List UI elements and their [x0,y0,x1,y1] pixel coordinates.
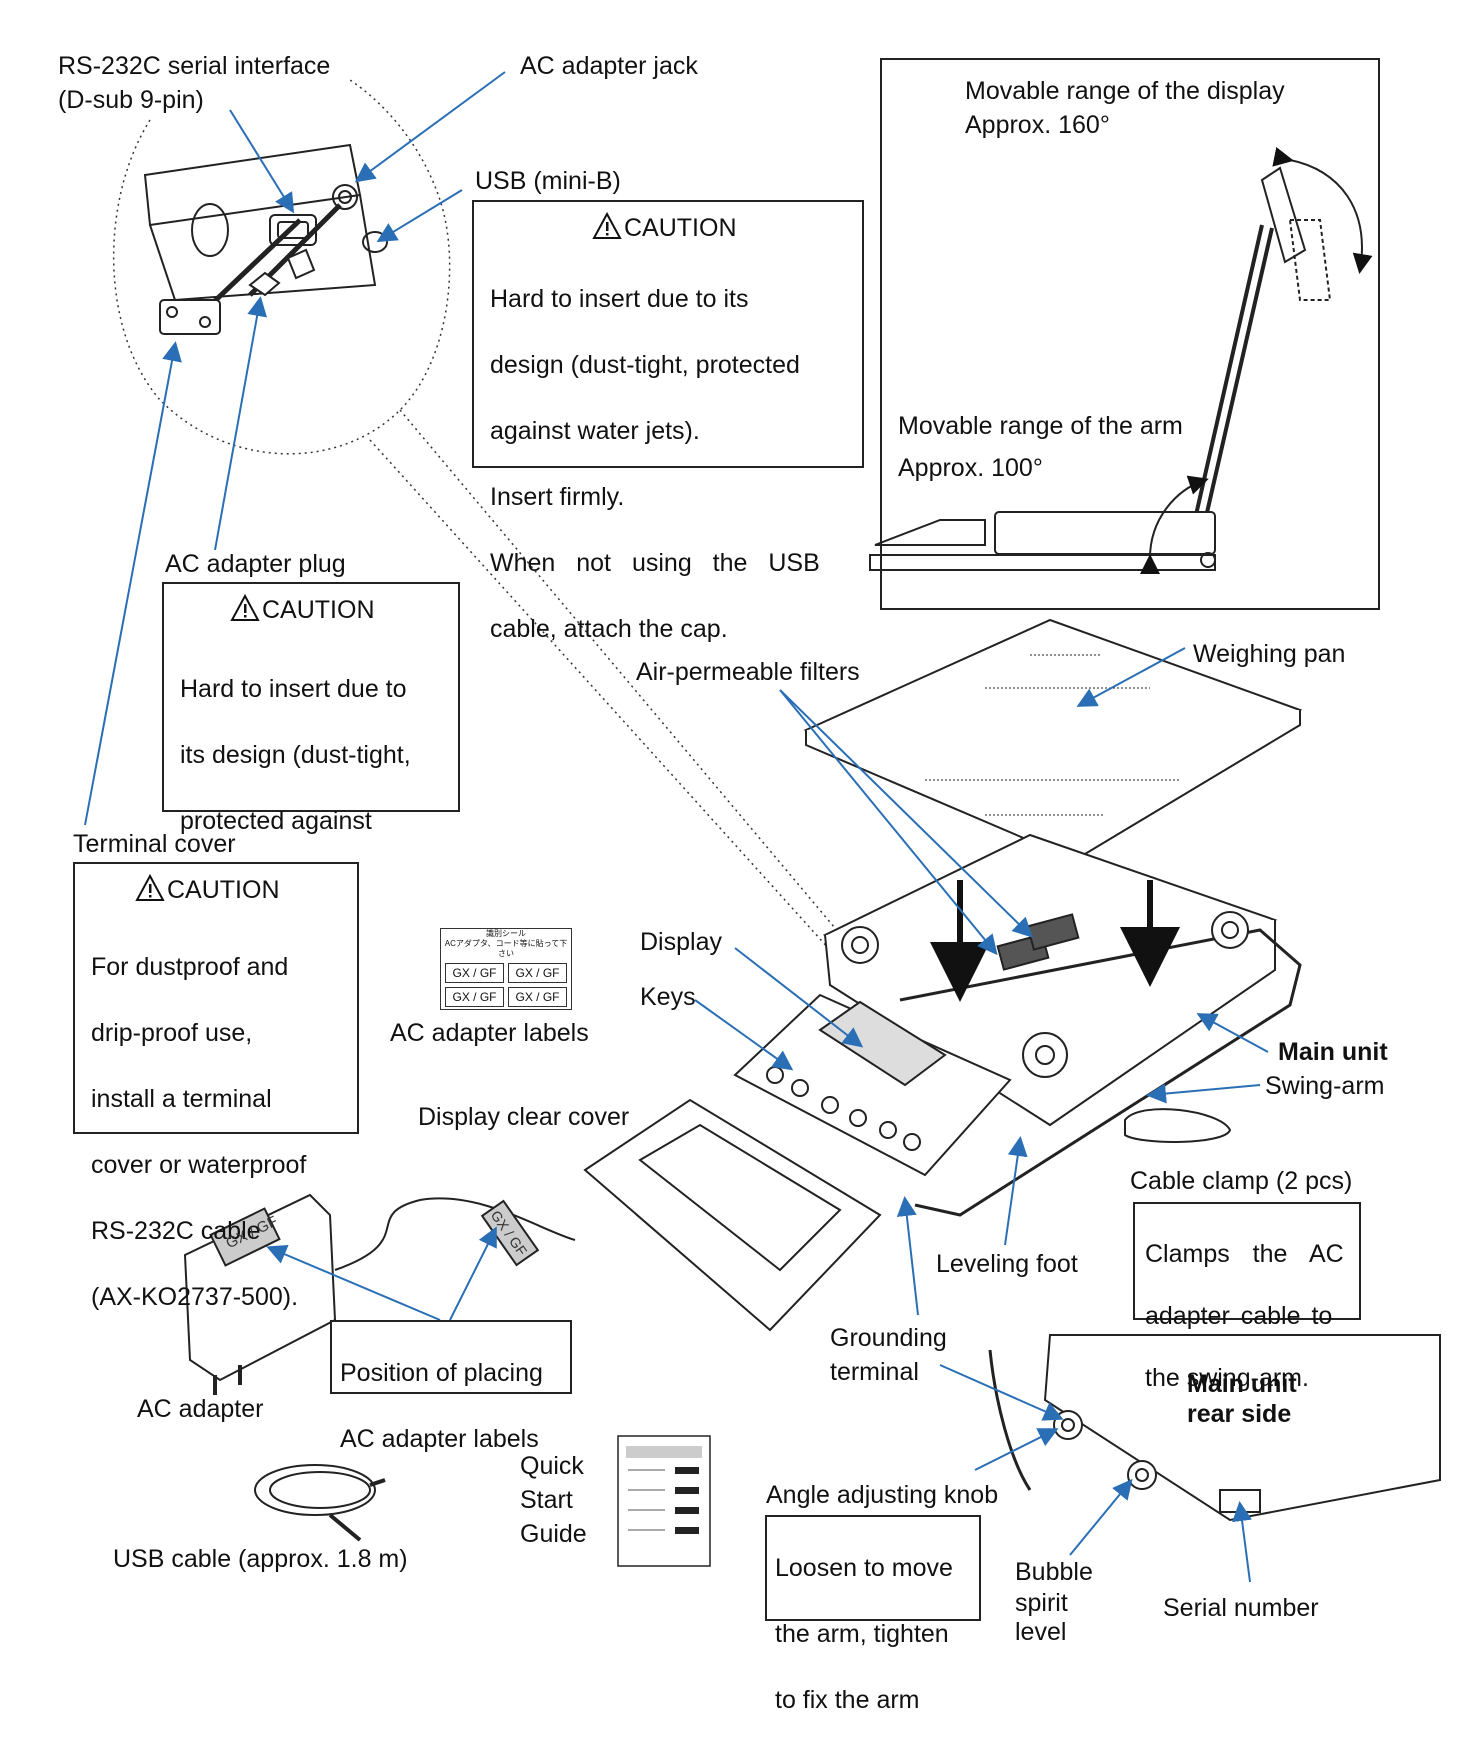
plug-caution-heading: CAUTION [230,594,375,626]
ac-adapter-plug-label: AC adapter plug [165,550,346,578]
cable-clamp-line: adapter cable to [1145,1302,1333,1330]
terminal-caution-line: drip-proof use, [91,1019,253,1047]
display-range-label: Movable range of the display [965,77,1285,105]
terminal-cover-label: Terminal cover [73,830,236,858]
bubble-level-label-3: level [1015,1618,1067,1646]
connector-sketch [143,143,388,335]
serial-number-label: Serial number [1163,1594,1319,1622]
angle-knob-label: Angle adjusting knob [766,1481,999,1509]
range-sketch [869,147,1373,575]
ac-adapter-sketch [183,1193,576,1395]
rear-side-title-1: Main unit [1187,1370,1297,1398]
swing-arm-label: Swing-arm [1265,1072,1385,1100]
terminal-caution-heading: CAUTION [135,874,280,906]
grounding-terminal-label-1: Grounding [830,1324,947,1352]
label-sheet-header: 識別シール [486,929,526,938]
usb-cable-sketch [254,1464,386,1542]
usb-caution-line: against water jets). [490,417,700,445]
usb-caution-line: design (dust-tight, protected [490,351,800,379]
arm-range-value: Approx. 100° [898,454,1043,482]
diagram-drawing [84,71,1441,1583]
weighing-pan-sketch [803,618,1303,862]
main-unit-label: Main unit [1278,1038,1388,1066]
warning-icon [592,212,622,239]
label-position-line: AC adapter labels [340,1425,539,1453]
terminal-caution-line: install a terminal [91,1085,272,1113]
cable-clamp-text: Clamps the AC adapter cable to the swing… [1145,1208,1353,1425]
label-position-box: Position of placing AC adapter labels [330,1320,572,1453]
usb-caution-line: cable, attach the cap. [490,615,728,643]
air-filters-label: Air-permeable filters [636,658,860,686]
plug-caution-line: protected against [180,807,372,835]
terminal-caution-line: RS-232C cable [91,1217,261,1245]
terminal-caution-line: (AX-KO2737-500). [91,1283,299,1311]
rear-side-sketch [988,1334,1441,1522]
usb-caution-text: Hard to insert due to its design (dust-t… [490,250,848,679]
terminal-caution-line: For dustproof and [91,953,289,981]
bubble-level-label-2: spirit [1015,1589,1068,1617]
ac-adapter-labels-caption: AC adapter labels [390,1019,589,1047]
keys-label: Keys [640,983,696,1011]
ac-adapter-jack-label: AC adapter jack [520,52,698,80]
label-sheet-subheader: ACアダプタ、コード等に貼って下さい [444,939,568,958]
quick-start-label-1: Quick [520,1452,584,1480]
label-position-text: Position of placing AC adapter labels [340,1324,543,1489]
cable-clamp-line: the swing-arm. [1145,1364,1309,1392]
usb-caution-line: Hard to insert due to its [490,285,749,313]
quick-start-label-2: Start [520,1486,573,1514]
rear-side-title-2: rear side [1187,1400,1292,1428]
label-sheet-cell: GX / GF [508,963,567,983]
warning-icon [230,594,260,621]
usb-caution-line: When not using the USB [490,549,820,577]
weighing-pan-label: Weighing pan [1193,640,1346,668]
cable-clamp-box: Clamps the AC adapter cable to the swing… [1133,1202,1361,1392]
display-range-value: Approx. 160° [965,111,1110,139]
movable-range-box [880,58,1380,610]
terminal-caution-text: For dustproof and drip-proof use, instal… [91,918,306,1347]
warning-icon [135,874,165,901]
quick-start-label-3: Guide [520,1520,587,1548]
plug-caution-line: Hard to insert due to [180,675,407,703]
angle-knob-line: to fix the arm [775,1686,920,1714]
angle-knob-line: the arm, tighten [775,1620,949,1648]
ac-adapter-label: AC adapter [137,1395,264,1423]
arm-range-label: Movable range of the arm [898,412,1183,440]
usb-caution-heading: CAUTION [592,212,737,244]
label-sheet-cell: GX / GF [445,987,504,1007]
usb-cable-label: USB cable (approx. 1.8 m) [113,1545,408,1573]
terminal-caution-line: cover or waterproof [91,1151,307,1179]
label-sheet-cell: GX / GF [445,963,504,983]
plug-caution-box: CAUTION Hard to insert due to its design… [162,582,460,967]
cable-clamp-line: Clamps the AC [1145,1240,1344,1268]
bubble-level-label-1: Bubble [1015,1558,1093,1586]
angle-knob-text: Loosen to move the arm, tighten to fix t… [775,1519,953,1750]
grounding-terminal-label-2: terminal [830,1358,919,1386]
usb-caution-box: CAUTION Hard to insert due to its design… [472,200,864,643]
rs232c-label: RS-232C serial interface [58,52,331,80]
rs232c-sub-label: (D-sub 9-pin) [58,86,204,114]
usb-caution-line: Insert firmly. [490,483,625,511]
leader-lines [84,71,1269,1583]
quick-start-guide-sketch [617,1435,711,1567]
label-sheet-cell: GX / GF [508,987,567,1007]
ac-adapter-label-sheet: 識別シール ACアダプタ、コード等に貼って下さい GX / GF GX / GF… [440,928,572,1010]
label-position-line: Position of placing [340,1359,543,1387]
main-unit-sketch [583,833,1302,1332]
plug-caution-line: its design (dust-tight, [180,741,411,769]
cable-clamp-label: Cable clamp (2 pcs) [1130,1167,1353,1195]
display-label: Display [640,928,722,956]
usb-mini-b-label: USB (mini-B) [475,167,621,195]
display-clear-cover-label: Display clear cover [418,1103,630,1131]
connector-detail-zoom [113,79,846,951]
leveling-foot-label: Leveling foot [936,1250,1078,1278]
terminal-caution-box: CAUTION For dustproof and drip-proof use… [73,862,359,1311]
angle-knob-box: Loosen to move the arm, tighten to fix t… [765,1515,981,1714]
angle-knob-line: Loosen to move [775,1554,953,1582]
